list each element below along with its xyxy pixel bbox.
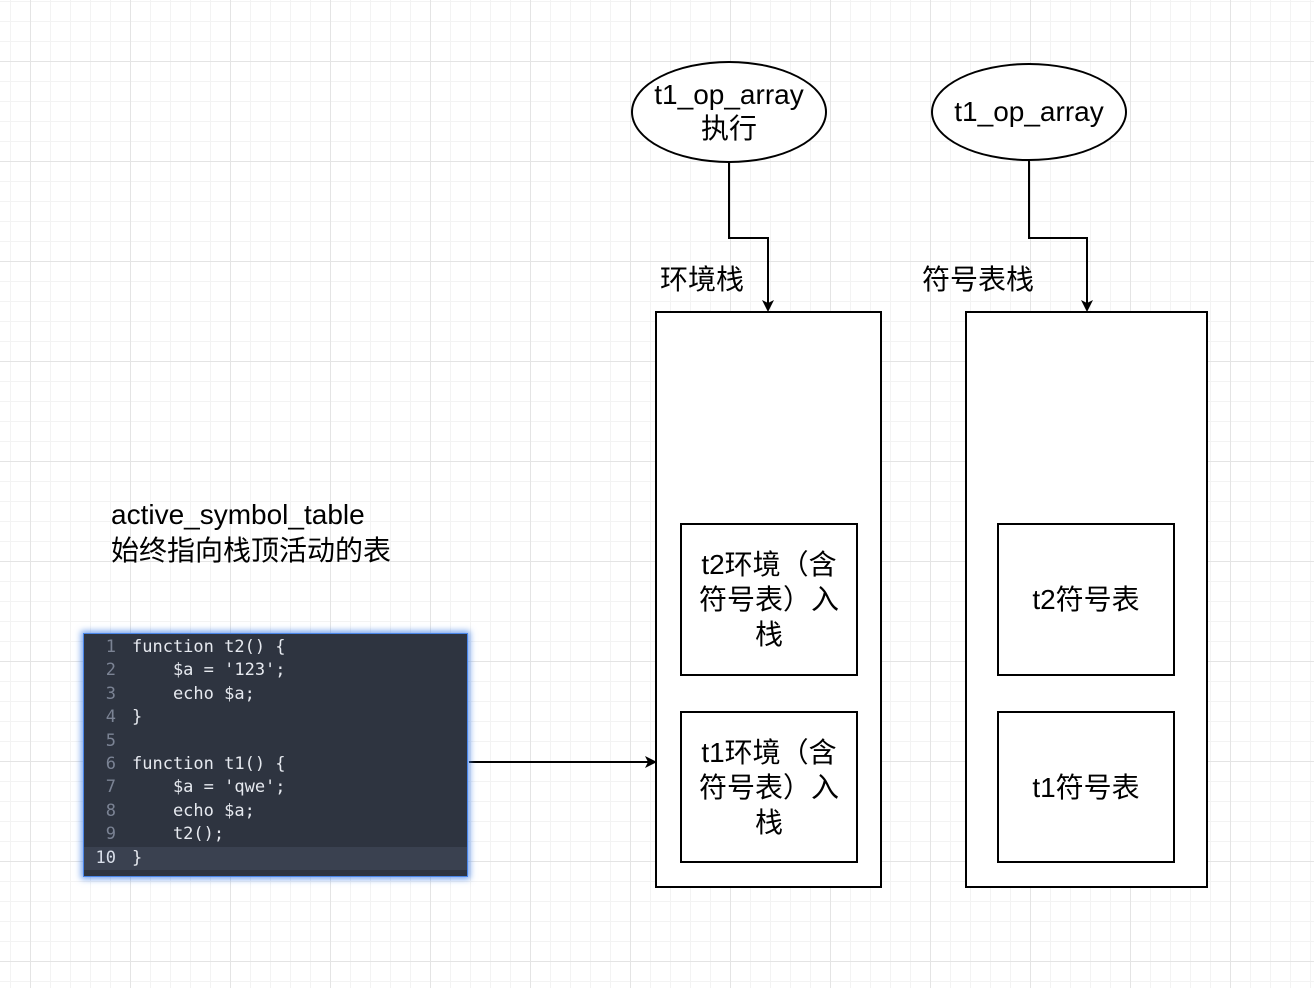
- line-number: 9: [105, 824, 116, 845]
- code-text: }: [132, 847, 143, 868]
- ellipse-line-1: t1_op_array: [654, 79, 804, 110]
- line-number: 10: [95, 847, 116, 868]
- code-line: 2 $a = '123';: [84, 659, 467, 682]
- ellipse-line-2: 执行: [700, 113, 757, 144]
- code-line: 8 echo $a;: [84, 800, 467, 823]
- code-line: 4}: [84, 706, 467, 729]
- t1-op-array-node: t1_op_array: [931, 63, 1127, 161]
- env-stack-item-t2: t2环境（含符号表）入栈: [680, 523, 858, 676]
- code-line: 7 $a = 'qwe';: [84, 776, 467, 799]
- code-line: 9 t2();: [84, 823, 467, 846]
- note-line-1: active_symbol_table: [111, 499, 365, 530]
- code-line: 3 echo $a;: [84, 683, 467, 706]
- code-text: t2();: [132, 824, 225, 845]
- symbol-stack-item-t1: t1符号表: [997, 711, 1175, 863]
- code-line: 1 function t2() {: [84, 636, 467, 659]
- symbol-stack-item-t2: t2符号表: [997, 523, 1175, 676]
- code-text: }: [132, 707, 143, 728]
- code-text: function t2() {: [132, 637, 286, 657]
- line-number: 6: [105, 753, 116, 774]
- env-stack-item-t1: t1环境（含符号表）入栈: [680, 711, 858, 863]
- line-number: 2: [105, 660, 116, 681]
- code-line: 5: [84, 730, 467, 753]
- line-number: 7: [105, 777, 116, 798]
- t1-op-array-executing-node: t1_op_array 执行: [631, 61, 827, 163]
- code-text: $a = '123';: [132, 660, 286, 681]
- line-number: 5: [105, 730, 116, 751]
- note-line-2: 始终指向栈顶活动的表: [111, 535, 392, 566]
- line-number: 3: [105, 683, 116, 704]
- code-text: echo $a;: [132, 683, 255, 704]
- arrow-exec-to-env-stack: [728, 163, 774, 312]
- arrow-oparray-to-symbol-stack: [1028, 161, 1093, 312]
- code-line: 6 function t1() {: [84, 753, 467, 776]
- code-text: echo $a;: [132, 800, 255, 821]
- line-number: 1: [105, 637, 116, 657]
- code-line: 10}: [84, 846, 467, 870]
- line-number: 4: [105, 707, 116, 728]
- line-number: 8: [105, 800, 116, 821]
- code-text: [132, 730, 467, 753]
- symbol-stack-label: 符号表栈: [922, 264, 1035, 295]
- active-symbol-table-note: active_symbol_table 始终指向栈顶活动的表: [111, 497, 391, 569]
- env-stack-label: 环境栈: [660, 264, 745, 295]
- code-text: function t1() {: [132, 753, 286, 774]
- code-text: $a = 'qwe';: [132, 777, 286, 798]
- ellipse-label: t1_op_array: [954, 96, 1104, 127]
